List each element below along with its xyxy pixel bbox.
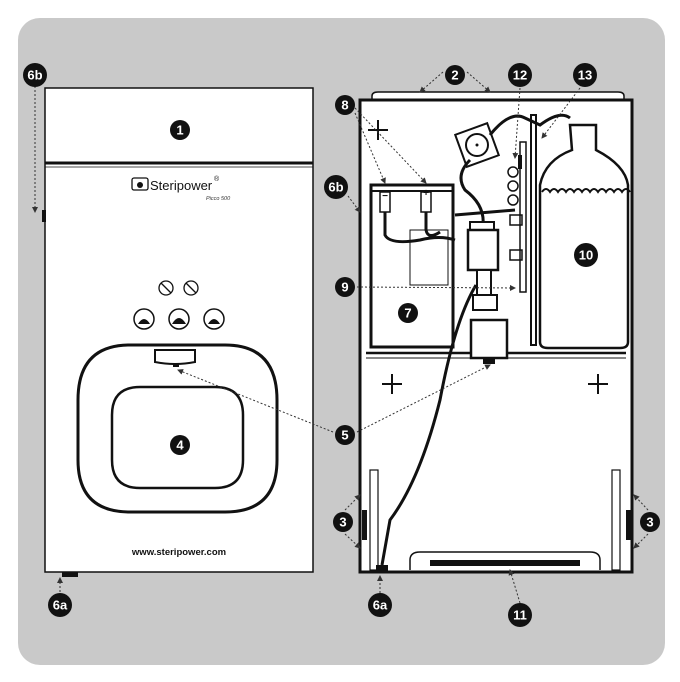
website-url: www.steripower.com: [131, 547, 226, 558]
callout-6b-open: 6b: [324, 175, 348, 199]
svg-text:10: 10: [579, 248, 593, 263]
circuit-board: [519, 141, 527, 293]
callout-7: 7: [398, 303, 418, 323]
callout-3-right: 3: [640, 512, 660, 532]
svg-text:4: 4: [176, 438, 184, 453]
svg-text:6b: 6b: [27, 68, 42, 83]
svg-text:1: 1: [176, 123, 183, 138]
battery-minus: −: [382, 191, 388, 202]
front-view: Steripower ® Picco 500 www.steripower.co…: [42, 87, 314, 577]
callout-6b-front: 6b: [23, 63, 47, 87]
hand-icon: [168, 308, 190, 330]
registered-mark: ®: [214, 175, 220, 183]
usage-icons: [133, 280, 225, 330]
callout-pointers: [32, 71, 649, 604]
open-view: − +: [358, 91, 634, 574]
battery-plus: +: [423, 188, 429, 199]
callout-13: 13: [573, 63, 597, 87]
callout-11: 11: [508, 603, 532, 627]
callout-10: 10: [574, 243, 598, 267]
steripower-logo: Steripower ® Picco 500: [131, 175, 231, 202]
brand-name: Steripower: [150, 178, 213, 193]
callout-12: 12: [508, 63, 532, 87]
callout-6a-open: 6a: [368, 593, 392, 617]
callout-3-left: 3: [333, 512, 353, 532]
svg-text:3: 3: [646, 515, 653, 530]
drip-tray: [409, 551, 601, 570]
svg-text:6a: 6a: [373, 598, 388, 613]
callout-8: 8: [335, 95, 355, 115]
svg-text:8: 8: [341, 98, 348, 113]
svg-text:13: 13: [578, 68, 592, 83]
hand-icon: [203, 308, 225, 330]
svg-text:3: 3: [339, 515, 346, 530]
hand-icon: [133, 308, 155, 330]
callout-1: 1: [170, 120, 190, 140]
svg-text:5: 5: [341, 428, 348, 443]
svg-text:6a: 6a: [53, 598, 68, 613]
pump: [453, 121, 501, 169]
svg-text:11: 11: [513, 608, 527, 623]
callout-2: 2: [445, 65, 465, 85]
svg-text:9: 9: [341, 280, 348, 295]
svg-text:7: 7: [404, 306, 411, 321]
prohibited-icon: [158, 280, 174, 296]
sensor: [154, 349, 196, 365]
prohibited-icon: [183, 280, 199, 296]
svg-text:12: 12: [513, 68, 527, 83]
callout-9: 9: [335, 277, 355, 297]
callout-5: 5: [335, 425, 355, 445]
model-name: Picco 500: [206, 196, 231, 202]
svg-text:6b: 6b: [328, 180, 343, 195]
callout-6a-front: 6a: [48, 593, 72, 617]
callout-4: 4: [170, 435, 190, 455]
disinfectant-bottle: [538, 123, 630, 350]
svg-text:2: 2: [451, 68, 458, 83]
